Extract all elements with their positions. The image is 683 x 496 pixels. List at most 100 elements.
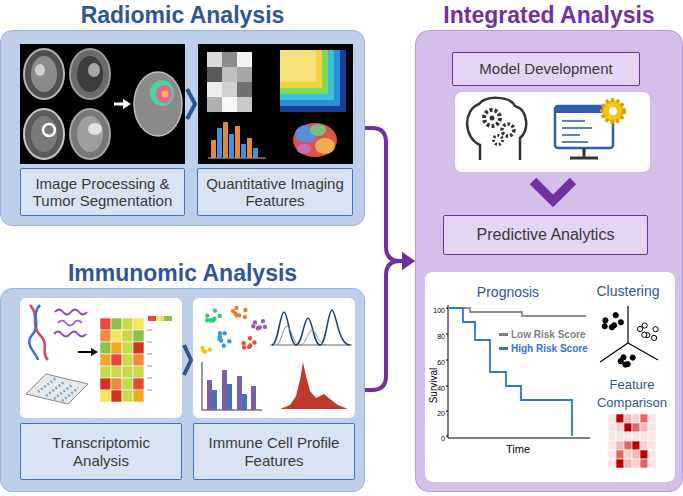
scatter-dot (208, 347, 212, 351)
heatmap-cell (122, 318, 133, 330)
heatmap-cell (133, 342, 144, 354)
heatmap-cell (111, 354, 122, 366)
heatmap-cell (122, 330, 133, 342)
panel-heading: Immunomic Analysis (68, 260, 297, 287)
scatter-dot (653, 327, 658, 332)
axis-label-holder: 20 (427, 406, 445, 416)
scatter-dot (623, 362, 628, 367)
heatmap-cell (100, 330, 111, 342)
axis-label: Time (506, 443, 530, 455)
heatmap-cell (111, 390, 122, 402)
scatter-dot (219, 338, 223, 342)
scatter-dot (227, 339, 231, 343)
scatter-dot (261, 319, 265, 323)
panel-heading: Radiomic Analysis (81, 2, 285, 29)
step-label: Immune Cell Profile Features (200, 434, 348, 469)
heatmap-cell (640, 441, 648, 450)
scatter-dot (242, 341, 246, 345)
axis-label: 0 (441, 435, 445, 442)
scatter-dot (205, 313, 209, 317)
heatmap-cell (122, 390, 133, 402)
legend-entry: High Risk Score (499, 342, 588, 355)
heatmap-cell (648, 450, 656, 459)
scatter-dot (248, 343, 252, 347)
heatmap-cell (632, 450, 640, 459)
step-box: Predictive Analytics (443, 215, 648, 255)
axis-label: 80 (437, 333, 445, 340)
heatmap-cell (100, 390, 111, 402)
heatmap-cell (616, 459, 624, 468)
scatter-dot (202, 349, 206, 353)
heatmap-cell (632, 432, 640, 441)
scatter-dot (242, 345, 246, 349)
scatter-dot (618, 359, 623, 364)
scatter-dot (217, 337, 221, 341)
heading-holder: Radiomic Analysis (0, 0, 365, 30)
heatmap-cell (608, 423, 616, 432)
heatmap-cell (608, 432, 616, 441)
heatmap-cell (122, 342, 133, 354)
scatter-dot (618, 320, 623, 325)
axis-label: 60 (437, 359, 445, 366)
analysis-panel: Immunomic AnalysisTranscriptomic Analysi… (0, 288, 365, 492)
heatmap-cell (632, 459, 640, 468)
scatter-dot (612, 323, 617, 328)
heatmap-cell (122, 378, 133, 390)
step-box: Image Processing & Tumor Segmentation (20, 168, 185, 216)
heatmap-cell (111, 330, 122, 342)
panel-heading: Integrated Analysis (443, 2, 654, 29)
scatter-dot (258, 325, 262, 329)
heatmap-cell (111, 342, 122, 354)
axis-label-holder: 100 (427, 303, 445, 313)
scatter-dot (218, 334, 222, 338)
scatter-dot (222, 331, 226, 335)
legend-swatch (499, 333, 508, 336)
heatmap-cell (100, 378, 111, 390)
legend-text: High Risk Score (511, 343, 588, 354)
scatter-dot (630, 355, 635, 360)
scatter-dot (637, 326, 642, 331)
chart-title-holder: Clustering (588, 282, 668, 300)
connector-line (365, 261, 404, 390)
heatmap-cell (640, 432, 648, 441)
axis-label-holder: 0 (427, 431, 445, 441)
heatmap-cell (624, 423, 632, 432)
legend-entry: Low Risk Score (499, 328, 585, 341)
results-box: PrognosisClusteringFeature Comparison (425, 272, 675, 482)
step-label: Predictive Analytics (477, 226, 615, 244)
heading-holder: Immunomic Analysis (0, 258, 365, 288)
heatmap-cell (122, 354, 133, 366)
scatter-dot (235, 313, 239, 317)
scatter-dot (263, 325, 267, 329)
heatmap-cell (648, 423, 656, 432)
axis-label: 20 (437, 410, 445, 417)
scatter-dot (652, 335, 657, 340)
heatmap-cell (632, 441, 640, 450)
heatmap-cell (122, 366, 133, 378)
flow-connector (365, 252, 415, 390)
chart-title: Prognosis (477, 284, 539, 300)
heatmap-cell (640, 423, 648, 432)
scatter-dot (253, 320, 257, 324)
heatmap-cell (616, 432, 624, 441)
step-label: Quantitative Imaging Features (204, 175, 346, 210)
axis-label: 100 (433, 307, 445, 314)
analysis-panel: Integrated AnalysisModel DevelopmentPred… (415, 30, 683, 492)
axis-label-holder: Time (498, 441, 538, 455)
scatter-dot (205, 318, 209, 322)
scatter-dot (251, 324, 255, 328)
scatter-dot (645, 333, 650, 338)
step-box: Immune Cell Profile Features (193, 423, 355, 480)
connector-line (365, 128, 404, 261)
scatter-dot (243, 315, 247, 319)
step-label: Model Development (479, 60, 612, 77)
scatter-dot (247, 345, 251, 349)
legend-swatch (499, 347, 508, 350)
axis-label-holder: 80 (427, 329, 445, 339)
scatter-dot (252, 340, 256, 344)
heatmap-cell (133, 318, 144, 330)
axis-label-holder: 60 (427, 355, 445, 365)
step-label: Image Processing & Tumor Segmentation (27, 175, 178, 210)
scatter-dot (609, 325, 614, 330)
